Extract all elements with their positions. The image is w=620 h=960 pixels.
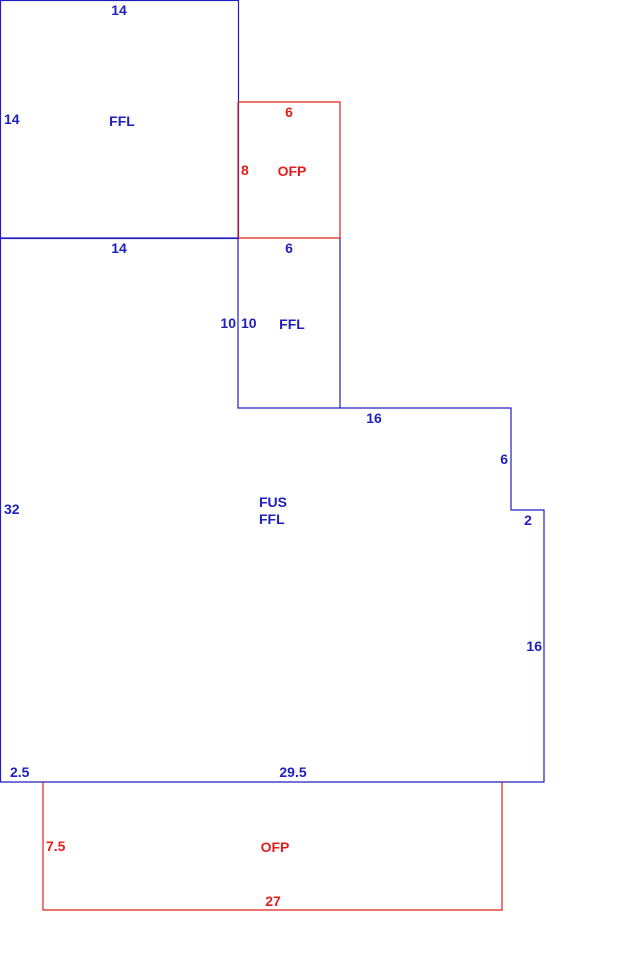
main-dim-step-jog: 2: [524, 512, 532, 528]
main-label-line1: FUS: [259, 494, 287, 510]
lower-ofp-label: OFP: [261, 839, 290, 855]
main-dim-bottom: 29.5: [279, 764, 306, 780]
main-dim-left: 32: [4, 501, 20, 517]
lower-ofp-dim-bottom: 27: [265, 893, 281, 909]
upper-ffl-dim-left: 14: [4, 111, 20, 127]
upper-ffl-dim-bottom: 14: [111, 240, 127, 256]
upper-ofp-label: OFP: [278, 163, 307, 179]
main-dim-right: 16: [526, 638, 542, 654]
middle-ffl-label: FFL: [279, 316, 305, 332]
upper-ffl-dim-top: 14: [111, 2, 127, 18]
middle-ffl-dim-left-outer: 10: [220, 315, 236, 331]
upper-ffl-label: FFL: [109, 113, 135, 129]
main-body-outline: [0, 238, 545, 783]
upper-ofp-dim-left: 8: [241, 162, 249, 178]
upper-ofp-dim-top: 6: [285, 104, 293, 120]
main-dim-step-top: 16: [366, 410, 382, 426]
lower-ofp-outline: [42, 782, 503, 911]
middle-ffl-dim-top: 6: [285, 240, 293, 256]
lower-ofp-dim-left: 7.5: [46, 838, 66, 854]
main-dim-step-side: 6: [500, 451, 508, 467]
middle-ffl-outline: [237, 238, 341, 409]
middle-ffl-dim-left-inner: 10: [241, 315, 257, 331]
main-label-line2: FFL: [259, 511, 285, 527]
main-dim-bottom-left: 2.5: [10, 764, 30, 780]
upper-ofp-outline: [238, 101, 341, 239]
